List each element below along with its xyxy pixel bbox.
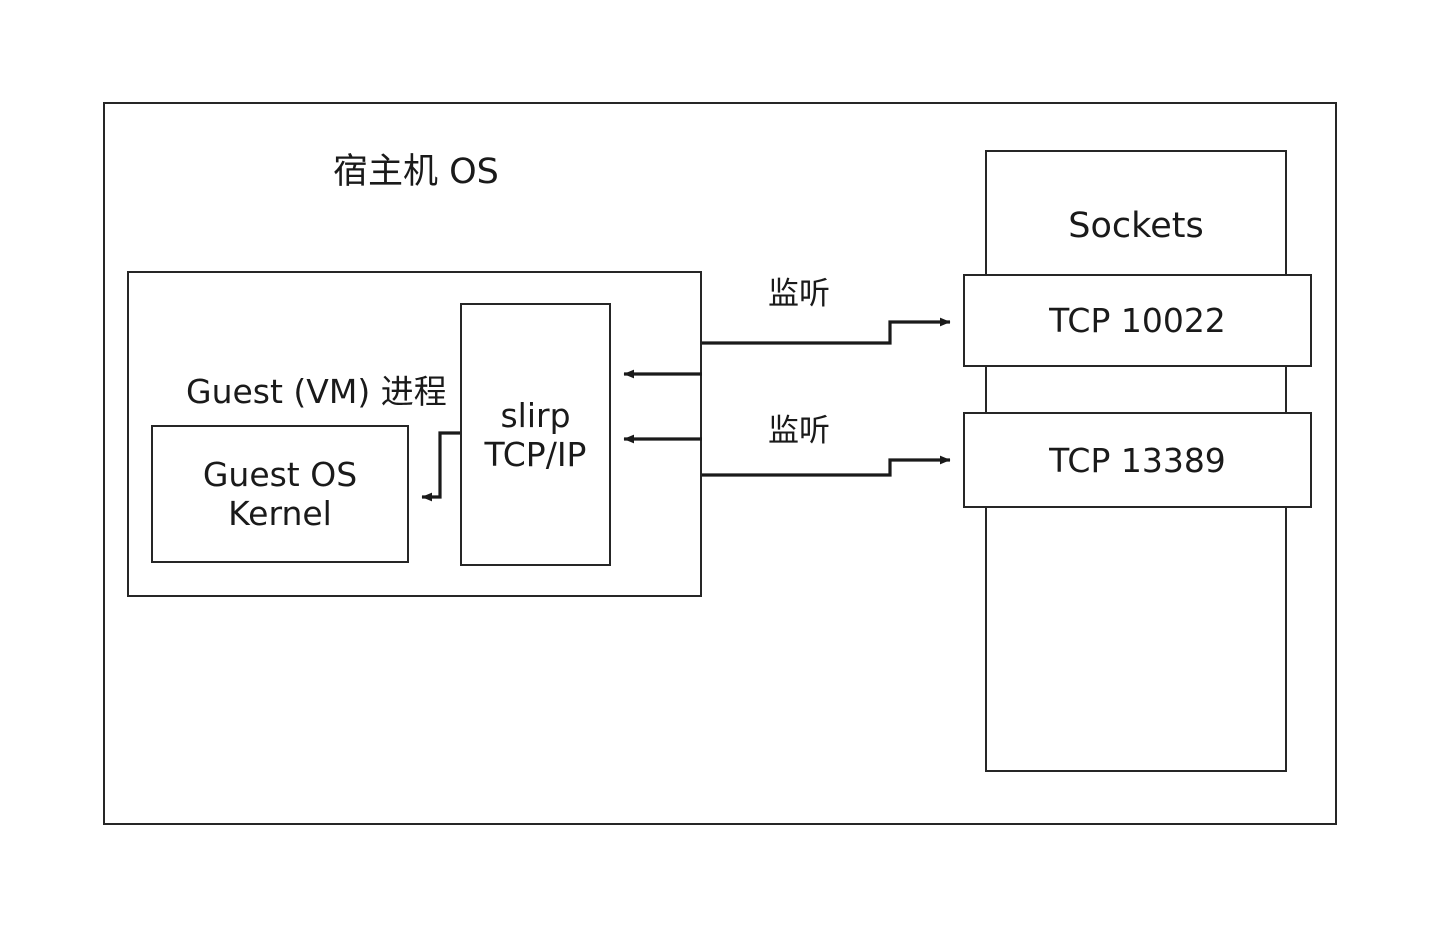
tcp-13389-box: TCP 13389 <box>963 412 1312 508</box>
tcp-10022-box: TCP 10022 <box>963 274 1312 367</box>
listen-label-tcp-10022: 监听 <box>768 276 830 312</box>
guest-os-kernel-box: Guest OS Kernel <box>151 425 409 563</box>
slirp-tcpip-label: slirp TCP/IP <box>485 396 587 474</box>
guest-vm-process-label: Guest (VM) 进程 <box>186 372 447 411</box>
slirp-tcpip-box: slirp TCP/IP <box>460 303 611 566</box>
guest-os-kernel-line1: Guest OS <box>202 455 358 494</box>
guest-os-kernel-line2: Kernel <box>228 494 332 533</box>
slirp-line1: slirp <box>500 395 571 435</box>
slirp-line2: TCP/IP <box>484 434 587 474</box>
listen-label-tcp-13389: 监听 <box>768 413 830 449</box>
host-os-title: 宿主机 OS <box>333 152 499 192</box>
tcp-10022-label: TCP 10022 <box>1049 301 1226 340</box>
guest-os-kernel-label: Guest OS Kernel <box>203 455 357 533</box>
sockets-title: Sockets <box>1068 206 1204 246</box>
tcp-13389-label: TCP 13389 <box>1049 440 1226 480</box>
